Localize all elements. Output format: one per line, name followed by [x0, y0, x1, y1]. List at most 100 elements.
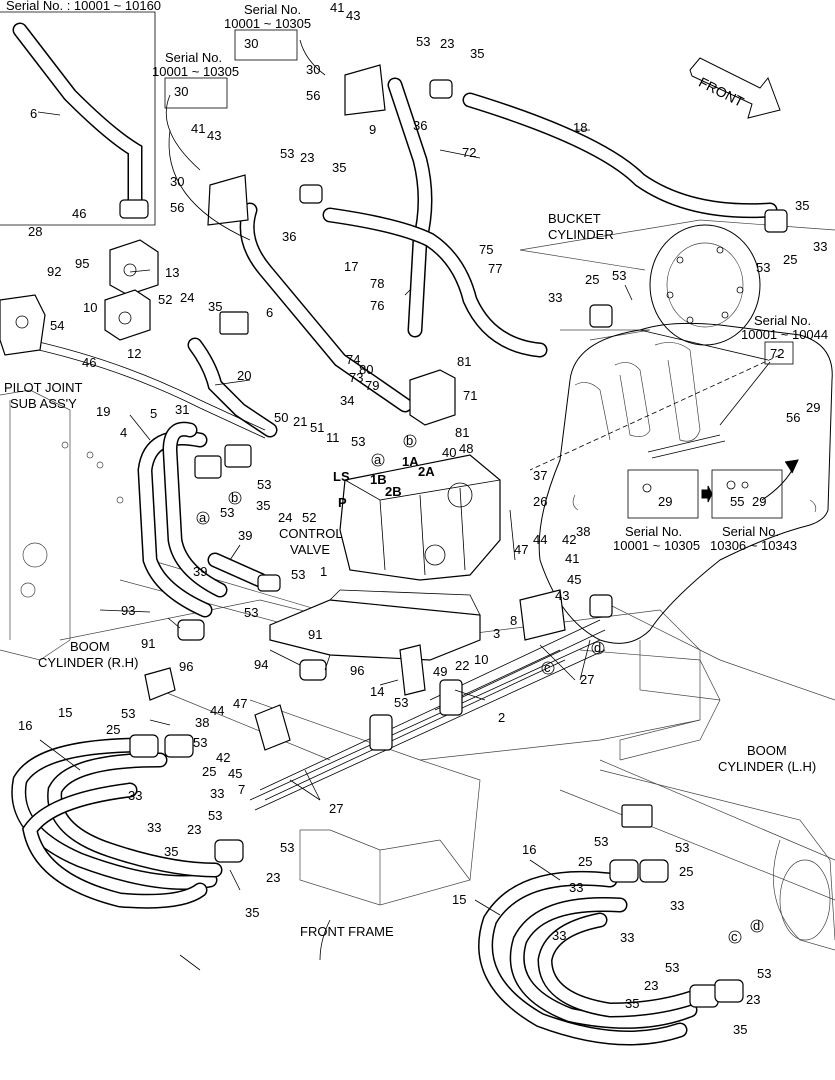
- part-number: 78: [370, 276, 384, 291]
- circle-c-1: c: [544, 660, 551, 675]
- part-number: 37: [533, 468, 547, 483]
- part-number: 2: [498, 710, 505, 725]
- part-number: 46: [82, 355, 96, 370]
- serial-note-a-line1: Serial No.: [244, 2, 301, 17]
- front-direction-arrow: [689, 57, 781, 119]
- part-number: 33: [670, 898, 684, 913]
- part-number: 29: [658, 494, 672, 509]
- part-number: 53: [193, 735, 207, 750]
- part-number: 10: [474, 652, 488, 667]
- part-number: 38: [576, 524, 590, 539]
- part-number: 76: [370, 298, 384, 313]
- part-number: 56: [786, 410, 800, 425]
- front-frame-label: FRONT FRAME: [300, 924, 394, 939]
- serial-note-a-line2: 10001 ~ 10305: [224, 16, 311, 31]
- part-number: 45: [567, 572, 581, 587]
- part-number: 81: [455, 425, 469, 440]
- part-number: 39: [193, 564, 207, 579]
- part-number: 43: [346, 8, 360, 23]
- part-number: 22: [455, 658, 469, 673]
- part-numbers: 6 30 41 43 30 30 56 9 53 23 35 36 72 18 …: [18, 0, 827, 1037]
- tank-cover-72: [538, 322, 833, 644]
- part-number: 15: [58, 705, 72, 720]
- part-number: 45: [228, 766, 242, 781]
- part-number: 91: [141, 636, 155, 651]
- part-number: 43: [207, 128, 221, 143]
- part-number: 53: [220, 505, 234, 520]
- part-number: 77: [488, 261, 502, 276]
- part-number: 53: [612, 268, 626, 283]
- part-number: 35: [332, 160, 346, 175]
- circled-letters: [196, 434, 764, 944]
- part-number: 75: [479, 242, 493, 257]
- port-2b: 2B: [385, 484, 402, 499]
- control-valve-label-1: CONTROL: [279, 526, 343, 541]
- boom-cylinder-rh-label-2: CYLINDER (R.H): [38, 655, 138, 670]
- part-number: 25: [679, 864, 693, 879]
- part-number: 95: [75, 256, 89, 271]
- part-number: 53: [416, 34, 430, 49]
- part-number: 49: [433, 664, 447, 679]
- part-number: 79: [365, 378, 379, 393]
- part-number: 36: [413, 118, 427, 133]
- part-number: 33: [548, 290, 562, 305]
- serial-note-inset-right-line2: 10306 ~ 10343: [710, 538, 797, 553]
- serial-note-inset-right-line1: Serial No.: [722, 524, 779, 539]
- part-number: 25: [783, 252, 797, 267]
- front-label: FRONT: [696, 74, 747, 110]
- part-number: 25: [202, 764, 216, 779]
- part-number: 44: [533, 532, 547, 547]
- part-number: 43: [555, 588, 569, 603]
- part-number: 30: [174, 84, 188, 99]
- part-number: 81: [457, 354, 471, 369]
- part-number: 93: [121, 603, 135, 618]
- part-number: 53: [756, 260, 770, 275]
- boom-cylinder-rh-label-1: BOOM: [70, 639, 110, 654]
- circle-b-2: b: [231, 490, 238, 505]
- part-number: 10: [83, 300, 97, 315]
- part-number: 53: [280, 146, 294, 161]
- part-number: 54: [50, 318, 64, 333]
- part-number: 35: [795, 198, 809, 213]
- part-number: 72: [462, 145, 476, 160]
- part-number: 35: [625, 996, 639, 1011]
- part-number: 21: [293, 414, 307, 429]
- part-number: 55: [730, 494, 744, 509]
- part-number: 38: [195, 715, 209, 730]
- part-number: 50: [274, 410, 288, 425]
- serial-note-right-line1: Serial No.: [754, 313, 811, 328]
- circle-d-2: d: [753, 918, 760, 933]
- part-number: 27: [580, 672, 594, 687]
- part-number: 42: [216, 750, 230, 765]
- part-number: 36: [282, 229, 296, 244]
- bucket-cylinder-label-1: BUCKET: [548, 211, 601, 226]
- part-number: 52: [158, 292, 172, 307]
- serial-note-top-left: Serial No. : 10001 ~ 10160: [6, 0, 161, 13]
- part-number: 35: [256, 498, 270, 513]
- part-number: 16: [18, 718, 32, 733]
- pilot-joint-label-2: SUB ASS'Y: [10, 396, 77, 411]
- circle-a-2: a: [199, 510, 207, 525]
- part-number: 17: [344, 259, 358, 274]
- part-number: 53: [244, 605, 258, 620]
- part-number: 53: [665, 960, 679, 975]
- port-ls: LS: [333, 469, 350, 484]
- part-number: 92: [47, 264, 61, 279]
- part-number: 53: [257, 477, 271, 492]
- part-number: 53: [675, 840, 689, 855]
- part-number: 53: [280, 840, 294, 855]
- part-number: 30: [306, 62, 320, 77]
- part-number: 1: [320, 564, 327, 579]
- part-number: 96: [179, 659, 193, 674]
- part-number: 33: [813, 239, 827, 254]
- part-number: 11: [326, 430, 340, 445]
- part-number: 29: [806, 400, 820, 415]
- part-number: 19: [96, 404, 110, 419]
- part-number: 39: [238, 528, 252, 543]
- part-number: 28: [28, 224, 42, 239]
- part-number: 80: [359, 362, 373, 377]
- part-number: 41: [191, 121, 205, 136]
- part-number: 12: [127, 346, 141, 361]
- part-number: 33: [569, 880, 583, 895]
